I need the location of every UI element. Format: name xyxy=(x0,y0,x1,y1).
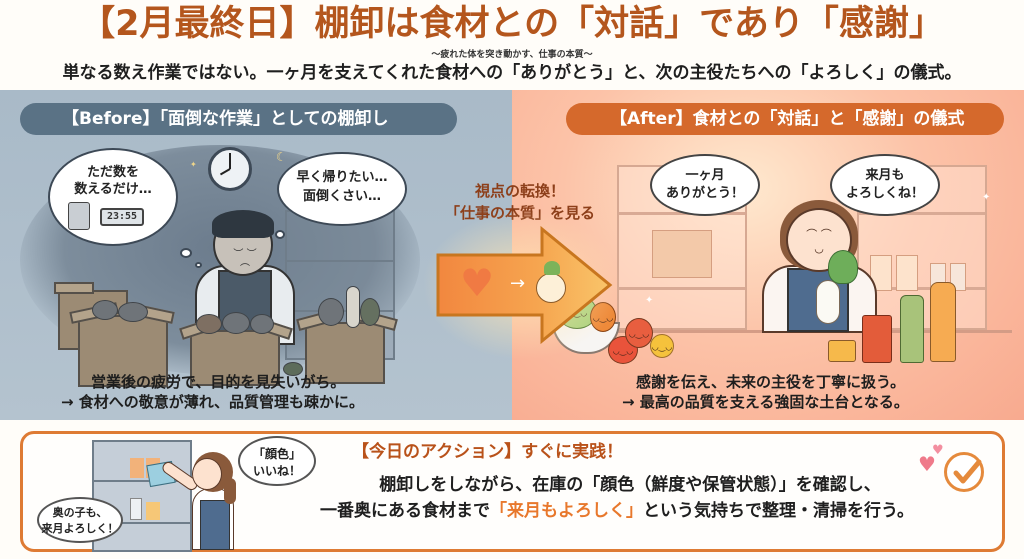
vegetable xyxy=(222,312,250,334)
fallen-leaf xyxy=(283,362,303,376)
happy-face: ⌒ ⌒◡ xyxy=(806,228,832,255)
thought-dot xyxy=(180,248,192,258)
thought-bubble-counting: ただ数を 数えるだけ… 23:55 xyxy=(48,148,178,246)
vegetable xyxy=(196,314,222,334)
after-label: 【After】食材との「対話」と「感謝」の儀式 xyxy=(566,103,1004,135)
green-bottle xyxy=(900,295,924,363)
vegetable xyxy=(250,314,274,334)
cardboard-box xyxy=(179,316,293,386)
bubble-line: よろしくね！ xyxy=(845,186,924,201)
arrow-icon xyxy=(436,225,613,345)
thought-bubble-tired: 早く帰りたい… 面倒くさい… xyxy=(277,152,407,226)
action-title: 【今日のアクション】すぐに実践！ xyxy=(352,442,624,462)
bubble-line: いいね！ xyxy=(252,464,301,478)
staff-ponytail xyxy=(224,478,236,504)
before-label: 【Before】「面倒な作業」としての棚卸し xyxy=(20,103,457,135)
sparkle-icon: ✦ xyxy=(982,192,991,203)
thought-dot xyxy=(275,230,285,239)
after-panel: 【After】食材との「対話」と「感謝」の儀式 ✦ ✦ ✦ ✦ ✦ 一ヶ月 あり… xyxy=(512,90,1024,420)
yellow-fruit: ◡‿◡ xyxy=(650,334,674,358)
speech-bubble-condition: 「顔色」 いいね！ xyxy=(238,436,316,486)
thought-dot xyxy=(195,262,202,268)
before-panel: 【Before】「面倒な作業」としての棚卸し ☾ ✦ ただ数を 数えるだけ… 2… xyxy=(0,90,512,420)
tomato-can xyxy=(862,315,892,363)
speech-bubble-next-month: 来月も よろしくね！ xyxy=(830,154,940,216)
caption-line: 感謝を伝え、未来の主役を丁寧に扱う。 xyxy=(636,373,906,391)
vegetable xyxy=(118,302,148,322)
thought-line: ただ数を xyxy=(86,165,139,180)
heart-icon: ♥ xyxy=(460,261,495,305)
action-line: 一番奥にある食材まで「来月もよろしく」という気持ちで整理・清掃を行う。 xyxy=(294,498,940,524)
thought-line: 数えるだけ… xyxy=(74,182,152,197)
cardboard-box xyxy=(69,302,175,387)
bubble-line: 奥の子も、 xyxy=(52,506,108,519)
daikon-leaves xyxy=(828,250,858,284)
calculator-icon xyxy=(68,202,90,230)
caption-line: → 食材への敬意が薄れ、品質管理も疎かに。 xyxy=(61,393,364,411)
cardboard-box xyxy=(296,309,398,384)
small-arrow-icon: → xyxy=(510,273,526,294)
after-caption: 感謝を伝え、未来の主役を丁寧に扱う。 → 最高の品質を支える強固な土台となる。 xyxy=(622,372,909,412)
vegetable xyxy=(360,298,380,326)
worker-hair xyxy=(212,210,274,238)
speech-bubble-thanks: 一ヶ月 ありがとう！ xyxy=(650,154,760,216)
bubble-line: 来月も xyxy=(865,168,905,183)
vegetable xyxy=(318,298,344,326)
sad-face: ︶ ︶⌒ xyxy=(233,249,257,275)
highlight-text: 「来月もよろしく」 xyxy=(490,501,643,521)
daikon xyxy=(346,286,360,328)
subtitle: 単なる数え作業ではない。一ヶ月を支えてくれた食材への「ありがとう」と、次の主役た… xyxy=(62,63,962,83)
checkmark-icon xyxy=(944,452,984,492)
pivot-line: 視点の転換！ xyxy=(474,182,565,200)
action-body: 棚卸しをしながら、在庫の「顔色（鮮度や保管状態）」を確認し、 一番奥にある食材ま… xyxy=(320,472,940,524)
orange-bottle xyxy=(930,282,956,362)
action-text: という気持ちで整理・清掃を行う。 xyxy=(643,501,914,521)
before-caption: 営業後の疲労で、目的を見失いがち。 → 食材への敬意が薄れ、品質管理も疎かに。 xyxy=(61,372,364,412)
sparkle-icon: ✦ xyxy=(645,295,654,306)
clock-icon xyxy=(208,147,252,191)
digital-clock: 23:55 xyxy=(100,208,144,226)
page-title: 【2月最終日】棚卸は食材との「対話」であり「感謝」 xyxy=(80,4,944,44)
daikon-friend xyxy=(816,280,840,324)
turnip-icon xyxy=(536,273,566,303)
staff-apron xyxy=(200,500,230,550)
shelf-box xyxy=(652,230,712,278)
thought-line: 面倒くさい… xyxy=(302,189,381,204)
bubble-line: ありがとう！ xyxy=(665,186,744,201)
heart-icon: ♥ xyxy=(918,452,936,476)
bubble-line: 一ヶ月 xyxy=(685,168,725,183)
star-icon: ✦ xyxy=(190,160,197,169)
vegetable xyxy=(92,300,118,320)
action-text: 一番奥にある食材まで xyxy=(320,501,490,521)
action-line: 棚卸しをしながら、在庫の「顔色（鮮度や保管状態）」を確認し、 xyxy=(379,475,881,495)
staff-head xyxy=(192,458,222,490)
caption-line: → 最高の品質を支える強固な土台となる。 xyxy=(622,393,909,411)
turnip-leaves xyxy=(544,261,560,275)
bubble-line: 「顔色」 xyxy=(252,447,301,461)
transition-arrow: ♥ → xyxy=(422,210,622,360)
speech-bubble-back-item: 奥の子も、 来月よろしく！ xyxy=(37,497,123,543)
tagline: 〜疲れた体を突き動かす、仕事の本質〜 xyxy=(431,50,593,60)
caption-line: 営業後の疲労で、目的を見失いがち。 xyxy=(91,373,346,391)
shelf-unit xyxy=(92,440,192,552)
heart-icon: ♥ xyxy=(932,443,944,458)
moon-icon: ☾ xyxy=(276,150,287,164)
pepper: ◡‿◡ xyxy=(625,318,653,348)
thought-line: 早く帰りたい… xyxy=(296,170,388,185)
bubble-line: 来月よろしく！ xyxy=(41,522,119,535)
small-can xyxy=(828,340,856,362)
